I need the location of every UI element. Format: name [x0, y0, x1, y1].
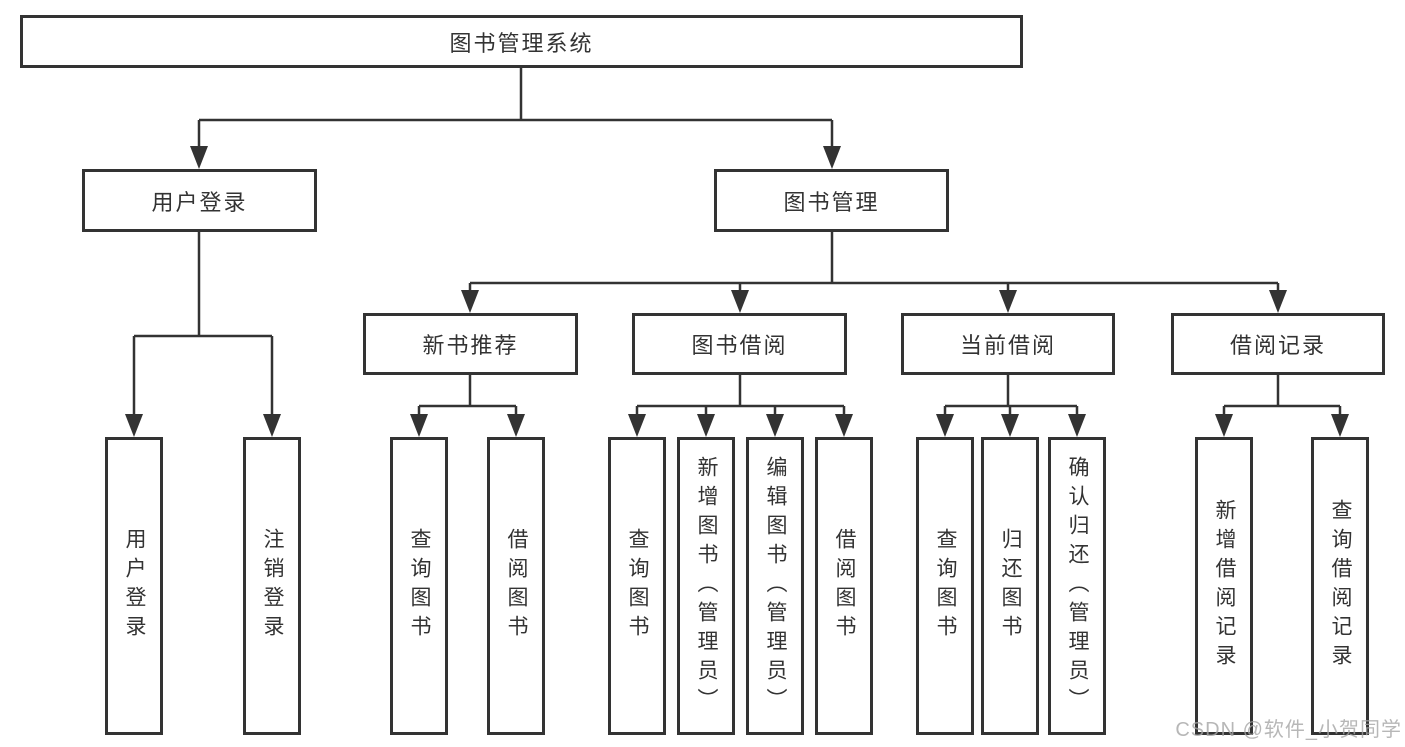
- arrow-icon: [461, 290, 479, 313]
- leaf-query-borrow-record: 查询借阅记录: [1311, 437, 1369, 735]
- arrow-icon: [1215, 414, 1233, 437]
- arrow-icon: [410, 414, 428, 437]
- arrowheads: [125, 146, 1349, 437]
- leaf-return-books: 归还图书: [981, 437, 1039, 735]
- connector-paths: [132, 68, 1342, 420]
- leaf-borrow-books: 借阅图书: [815, 437, 873, 735]
- arrow-icon: [1331, 414, 1349, 437]
- arrow-icon: [507, 414, 525, 437]
- leaf-add-borrow-record: 新增借阅记录: [1195, 437, 1253, 735]
- arrow-icon: [190, 146, 208, 169]
- arrow-icon: [731, 290, 749, 313]
- node-root-system: 图书管理系统: [20, 15, 1023, 68]
- arrow-icon: [697, 414, 715, 437]
- arrow-icon: [835, 414, 853, 437]
- node-book-borrow: 图书借阅: [632, 313, 847, 375]
- leaf-edit-books-admin: 编辑图书（管理员）: [746, 437, 804, 735]
- leaf-add-books-admin: 新增图书（管理员）: [677, 437, 735, 735]
- node-current-borrow: 当前借阅: [901, 313, 1115, 375]
- arrow-icon: [823, 146, 841, 169]
- csdn-watermark: CSDN @软件_小贺同学: [1175, 719, 1402, 741]
- arrow-icon: [263, 414, 281, 437]
- leaf-query-books-current: 查询图书: [916, 437, 974, 735]
- node-new-book-recommend: 新书推荐: [363, 313, 578, 375]
- arrow-icon: [1269, 290, 1287, 313]
- leaf-user-login: 用户登录: [105, 437, 163, 735]
- node-book-management: 图书管理: [714, 169, 949, 232]
- arrow-icon: [1068, 414, 1086, 437]
- node-user-login: 用户登录: [82, 169, 317, 232]
- arrow-icon: [936, 414, 954, 437]
- leaf-query-books-borrow: 查询图书: [608, 437, 666, 735]
- arrow-icon: [766, 414, 784, 437]
- leaf-logout: 注销登录: [243, 437, 301, 735]
- leaf-query-books-recommend: 查询图书: [390, 437, 448, 735]
- leaf-confirm-return-admin: 确认归还（管理员）: [1048, 437, 1106, 735]
- node-borrow-records: 借阅记录: [1171, 313, 1385, 375]
- arrow-icon: [1001, 414, 1019, 437]
- arrow-icon: [628, 414, 646, 437]
- leaf-borrow-books-recommend: 借阅图书: [487, 437, 545, 735]
- arrow-icon: [125, 414, 143, 437]
- arrow-icon: [999, 290, 1017, 313]
